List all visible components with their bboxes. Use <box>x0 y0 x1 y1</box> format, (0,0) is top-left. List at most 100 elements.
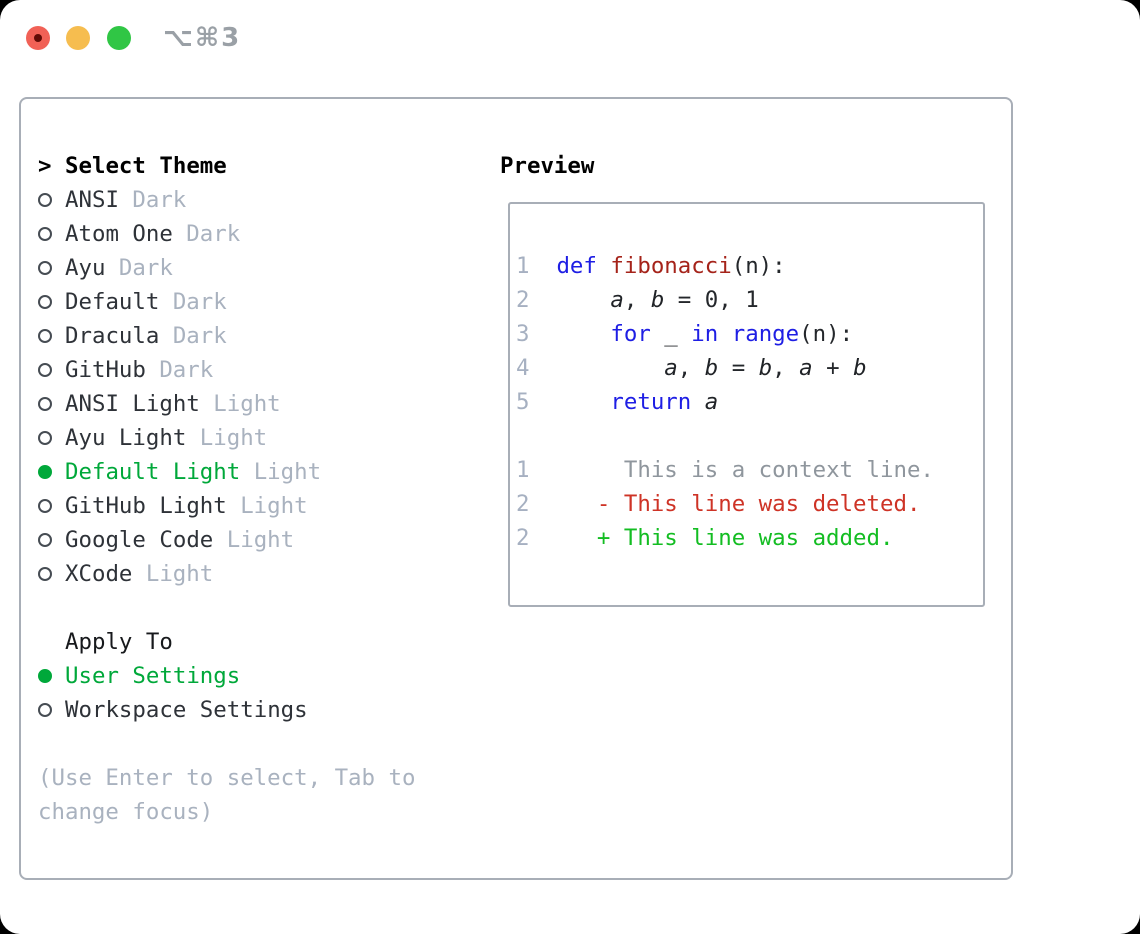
code-token: , <box>677 355 705 381</box>
code-token: This is a context line. <box>623 457 934 483</box>
theme-variant-tag: Light <box>240 493 308 519</box>
radio-icon <box>38 567 52 581</box>
code-token: , <box>623 287 651 313</box>
preview-line: 1 This is a context line. <box>516 453 983 487</box>
code-token: b <box>853 355 867 381</box>
line-number: 5 <box>516 389 530 415</box>
theme-option[interactable]: Default Dark <box>38 285 1011 319</box>
theme-name: Default Light <box>65 459 241 485</box>
preview-line: 4 a, b = b, a + b <box>516 351 983 385</box>
code-token <box>529 253 556 279</box>
theme-selector-panel: > Select Theme ANSI Dark Atom One Dark A… <box>19 97 1013 880</box>
theme-option[interactable]: Ayu Dark <box>38 251 1011 285</box>
radio-icon <box>38 533 52 547</box>
traffic-light-minimize-button[interactable] <box>66 26 90 50</box>
apply-option-label: User Settings <box>65 663 241 689</box>
preview-heading: Preview <box>500 153 595 179</box>
line-number: 4 <box>516 355 530 381</box>
apply-option-label: Workspace Settings <box>65 697 308 723</box>
code-token: range <box>731 321 800 347</box>
code-token: a <box>610 287 624 313</box>
radio-icon <box>38 363 52 377</box>
theme-option[interactable]: GitHub Light Light <box>38 489 1011 523</box>
code-token: b <box>704 355 719 381</box>
code-token: a <box>704 389 719 415</box>
theme-option-selected[interactable]: Default Light Light <box>38 455 1011 489</box>
code-token <box>529 389 610 415</box>
theme-option[interactable]: GitHub Dark <box>38 353 1011 387</box>
theme-variant-tag: Dark <box>118 255 173 281</box>
code-token: return <box>610 389 692 415</box>
apply-option-user-settings[interactable]: User Settings <box>38 659 1011 693</box>
apply-to-header: Apply To <box>38 625 1011 659</box>
theme-name: Ayu <box>65 255 106 281</box>
theme-name: GitHub <box>65 357 146 383</box>
theme-name: ANSI <box>65 187 119 213</box>
code-token: + <box>812 355 854 381</box>
code-token: def <box>556 253 597 279</box>
code-token <box>529 457 623 483</box>
theme-name: Default <box>65 289 160 315</box>
preview-line: 3 for _ in range(n): <box>516 317 983 351</box>
select-theme-header: > Select Theme <box>38 149 1011 183</box>
theme-name: Google Code <box>65 527 214 553</box>
apply-to-header-label: Apply To <box>65 629 173 655</box>
radio-icon <box>38 295 52 309</box>
theme-name: Ayu Light <box>65 425 187 451</box>
code-token: (n): <box>731 253 786 279</box>
preview-box: 1 def fibonacci(n): 2 a, b = 0, 1 3 for _ … <box>508 202 985 607</box>
line-number: 2 <box>516 287 530 313</box>
theme-option[interactable]: ANSI Dark <box>38 183 1011 217</box>
radio-icon <box>38 329 52 343</box>
spacer-row <box>38 727 1011 761</box>
traffic-light-zoom-button[interactable] <box>107 26 131 50</box>
prompt-icon: > <box>38 153 52 179</box>
help-text-line2: change focus) <box>38 799 214 825</box>
radio-icon <box>38 431 52 445</box>
theme-name: Atom One <box>65 221 173 247</box>
apply-option-workspace-settings[interactable]: Workspace Settings <box>38 693 1011 727</box>
code-token <box>529 287 610 313</box>
code-token <box>718 321 731 347</box>
line-number: 2 <box>516 491 530 517</box>
radio-icon <box>38 397 52 411</box>
code-token: a <box>664 355 678 381</box>
theme-name: Dracula <box>65 323 160 349</box>
theme-option[interactable]: Dracula Dark <box>38 319 1011 353</box>
theme-option[interactable]: Atom One Dark <box>38 217 1011 251</box>
radio-icon <box>38 261 52 275</box>
theme-variant-tag: Light <box>253 459 322 485</box>
code-token <box>529 321 610 347</box>
traffic-light-close-button[interactable] <box>26 26 50 50</box>
code-token <box>529 491 596 517</box>
code-token: (n): <box>799 321 854 347</box>
radio-icon <box>38 703 52 717</box>
theme-variant-tag: Dark <box>159 357 214 383</box>
theme-variant-tag: Light <box>145 561 214 587</box>
code-token <box>529 355 664 381</box>
theme-variant-tag: Light <box>213 391 281 417</box>
theme-name: XCode <box>65 561 133 587</box>
preview-line: 5 return a <box>516 385 983 419</box>
preview-line: 1 def fibonacci(n): <box>516 249 983 283</box>
code-token: for <box>610 321 651 347</box>
line-number: 2 <box>516 525 530 551</box>
radio-icon <box>38 227 52 241</box>
code-token: = <box>718 355 759 381</box>
keyboard-shortcut-label: ⌥⌘3 <box>163 23 242 53</box>
theme-option[interactable]: ANSI Light Light <box>38 387 1011 421</box>
theme-variant-tag: Dark <box>186 221 241 247</box>
theme-option[interactable]: XCode Light <box>38 557 1011 591</box>
code-token: b <box>758 355 773 381</box>
radio-icon <box>38 499 52 513</box>
code-token <box>691 389 704 415</box>
code-token: _ <box>650 321 692 347</box>
theme-name: ANSI Light <box>65 391 200 417</box>
code-token: = 0, 1 <box>664 287 759 313</box>
theme-option[interactable]: Google Code Light <box>38 523 1011 557</box>
theme-variant-tag: Light <box>226 527 295 553</box>
theme-option[interactable]: Ayu Light Light <box>38 421 1011 455</box>
radio-icon <box>38 193 52 207</box>
code-token: + This line was added. <box>596 525 894 551</box>
